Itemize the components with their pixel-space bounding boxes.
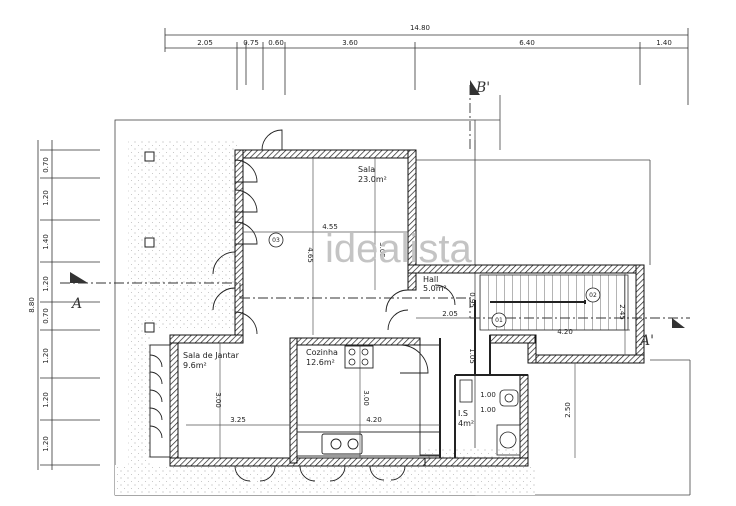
dim-is-b: 1.00 [480, 406, 496, 414]
dim-hall-b: 1.05 [468, 348, 476, 364]
dim-top-6: 1.40 [656, 39, 672, 47]
room-sala-jantar-name: Sala de Jantar [183, 351, 240, 360]
dim-top-total: 14.80 [410, 24, 430, 32]
dim-jantar-width: 3.25 [230, 416, 246, 424]
section-arrow-a-left [70, 272, 88, 283]
dim-sala-depth-b: 5.05 [378, 242, 386, 258]
terrace-tiles-left [128, 140, 238, 330]
room-sala-jantar-area: 9.6m² [183, 361, 207, 370]
dim-left-3: 1.40 [42, 234, 50, 250]
dim-top-4: 3.60 [342, 39, 358, 47]
section-label-b-prime: B' [475, 80, 490, 96]
left-dimension-chain [37, 140, 100, 470]
dim-cozinha-width: 4.20 [366, 416, 382, 424]
dim-left-7: 1.20 [42, 392, 50, 408]
dim-hall-width: 2.05 [442, 310, 458, 318]
kitchen-counter [296, 344, 441, 457]
stove-icon [348, 348, 369, 366]
dim-top-3: 0.60 [268, 39, 284, 47]
dim-jantar-depth: 3.00 [214, 392, 222, 408]
section-arrow-a-right [672, 318, 685, 328]
sink-icon [321, 433, 363, 455]
top-dimension-chain [164, 28, 689, 105]
dim-left-4: 1.20 [42, 276, 50, 292]
dim-sala-depth: 4.65 [306, 247, 314, 263]
room-cozinha-area: 12.6m² [306, 358, 335, 367]
section-label-a-prime: A' [638, 333, 654, 349]
room-sala-name: Sala [358, 165, 375, 174]
sala-dim-lines [186, 158, 630, 458]
dim-sala-width: 4.55 [322, 223, 338, 231]
room-cozinha-name: Cozinha [306, 348, 338, 357]
dim-cozinha-depth: 3.00 [362, 390, 370, 406]
room-hall-area: 5.0m² [423, 284, 447, 293]
dim-left-8: 1.20 [42, 436, 50, 452]
section-arrow-b [470, 80, 480, 95]
room-hall-name: Hall [423, 275, 438, 284]
room-is-name: I.S [458, 409, 468, 418]
room-is-area: 4m² [458, 419, 474, 428]
marker-hall-b: 01 [495, 317, 503, 324]
dim-left-2: 1.20 [42, 190, 50, 206]
dim-left-1: 0.70 [42, 157, 50, 173]
dim-is-a: 1.00 [480, 391, 496, 399]
facade-doors-bottom [234, 465, 406, 482]
exterior-walls [169, 149, 645, 467]
dim-right-height: 2.50 [564, 402, 572, 418]
dim-top-5: 6.40 [519, 39, 535, 47]
terrace-tiles-bottom [115, 465, 535, 495]
watermark: idealista [325, 227, 473, 271]
dim-hall-height: 2.45 [618, 304, 626, 320]
dim-left-5: 0.70 [42, 308, 50, 324]
marker-sala: 03 [272, 237, 280, 244]
dim-hall-step: 0.95 [468, 292, 476, 308]
dim-top-1: 2.05 [197, 39, 213, 47]
room-markers [268, 232, 601, 328]
dim-hall-corridor: 4.20 [557, 328, 573, 336]
terrace-tiles-sideleft [128, 330, 150, 465]
dim-top-2: 0.75 [243, 39, 259, 47]
dining-bay-window [149, 344, 171, 458]
terrace-pillars [144, 151, 155, 333]
marker-hall: 02 [589, 292, 597, 299]
section-label-a: A [70, 296, 82, 312]
wc-fixtures [459, 379, 521, 456]
room-sala-area: 23.0m² [358, 175, 387, 184]
kitchen-door [399, 344, 429, 374]
hall-entrance-door [385, 289, 409, 331]
dim-left-total: 8.80 [28, 297, 36, 313]
facade-doors-left [212, 129, 456, 335]
dim-left-6: 1.20 [42, 348, 50, 364]
